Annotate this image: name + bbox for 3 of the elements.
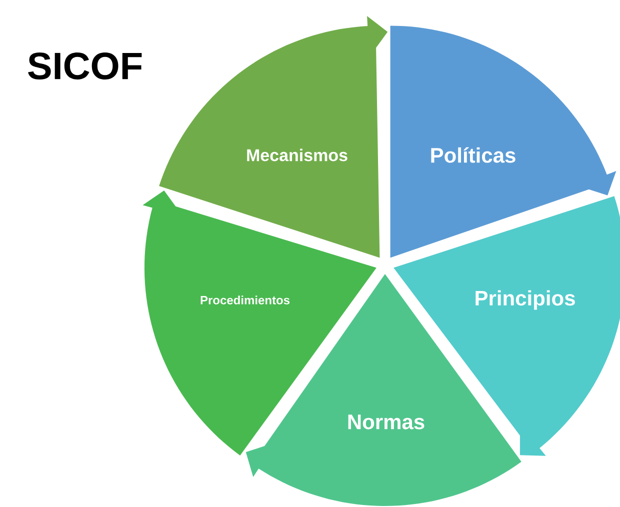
cycle-segment: Políticas [390, 26, 616, 258]
cycle-segment: Mecanismos [159, 16, 388, 258]
title: SICOF [28, 52, 142, 80]
